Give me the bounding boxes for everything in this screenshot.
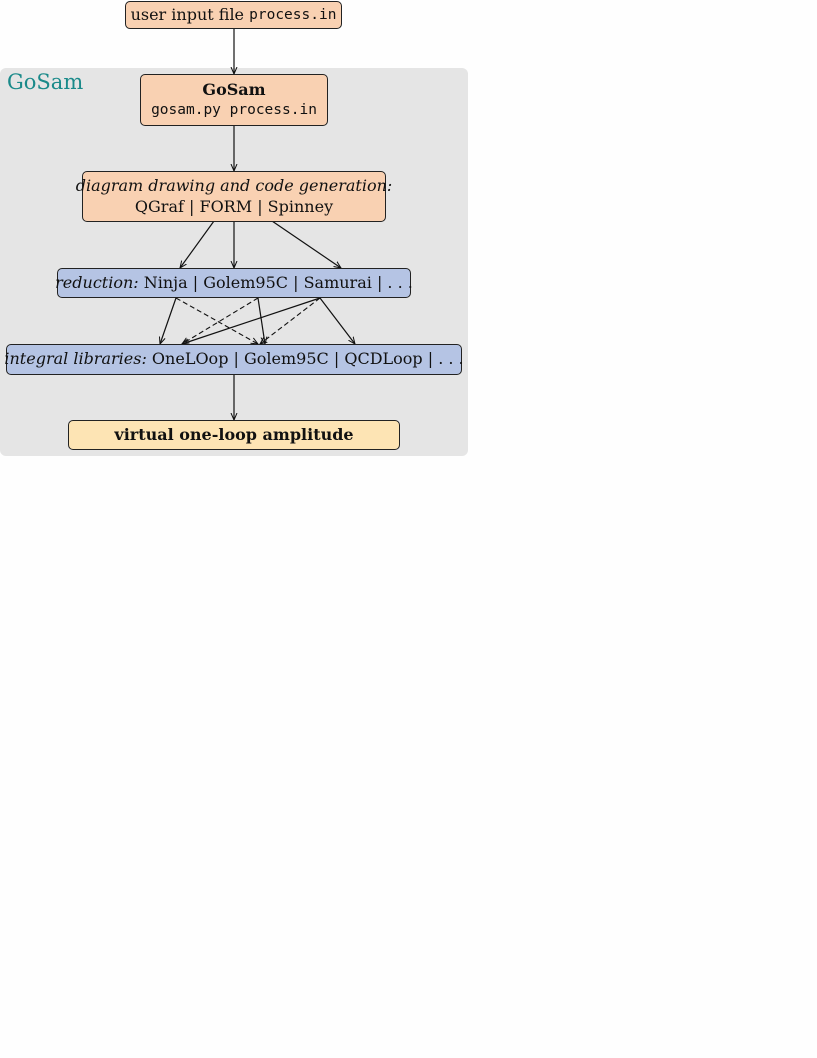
output-box-label: virtual one-loop amplitude xyxy=(114,424,354,444)
gosam-panel-title: GoSam xyxy=(7,70,84,94)
gosam-box-command: gosam.py process.in xyxy=(151,101,317,118)
codegen-box: diagram drawing and code generation: QGr… xyxy=(76,171,392,222)
gosam-box-title: GoSam xyxy=(202,80,266,100)
integral-libraries-tools: OneLOop | Golem95C | QCDLoop | . . . xyxy=(151,349,464,369)
integral-libraries-box: integral libraries: OneLOop | Golem95C |… xyxy=(4,344,464,375)
codegen-box-tools: QGraf | FORM | Spinney xyxy=(134,196,334,216)
input-file-name: process.in xyxy=(249,6,337,23)
edge-samurai-to-qcdloop xyxy=(319,297,355,344)
output-box: virtual one-loop amplitude xyxy=(68,420,400,450)
edge-dashed-golem-to-oneloop xyxy=(182,297,259,344)
input-file-box: user input file process.in xyxy=(125,1,342,29)
codegen-box-heading: diagram drawing and code generation: xyxy=(75,175,393,195)
input-file-label: user input file xyxy=(130,4,245,24)
edge-dashed-samurai-to-golem xyxy=(260,297,321,344)
reduction-box-heading: reduction: xyxy=(55,272,139,292)
edge-dashed-ninja-to-golem xyxy=(175,297,258,344)
edge-codegen-to-reduction-left xyxy=(180,220,215,268)
reduction-box: reduction: Ninja | Golem95C | Samurai | … xyxy=(55,268,413,298)
integral-libraries-heading: integral libraries: xyxy=(4,349,147,369)
edge-golem-to-golem xyxy=(257,297,265,344)
edge-ninja-to-oneloop xyxy=(160,297,177,344)
gosam-box: GoSam gosam.py process.in xyxy=(140,74,328,126)
edge-samurai-to-oneloop xyxy=(182,297,321,344)
reduction-box-tools: Ninja | Golem95C | Samurai | . . . xyxy=(143,272,413,292)
edge-codegen-to-reduction-right xyxy=(271,220,341,268)
